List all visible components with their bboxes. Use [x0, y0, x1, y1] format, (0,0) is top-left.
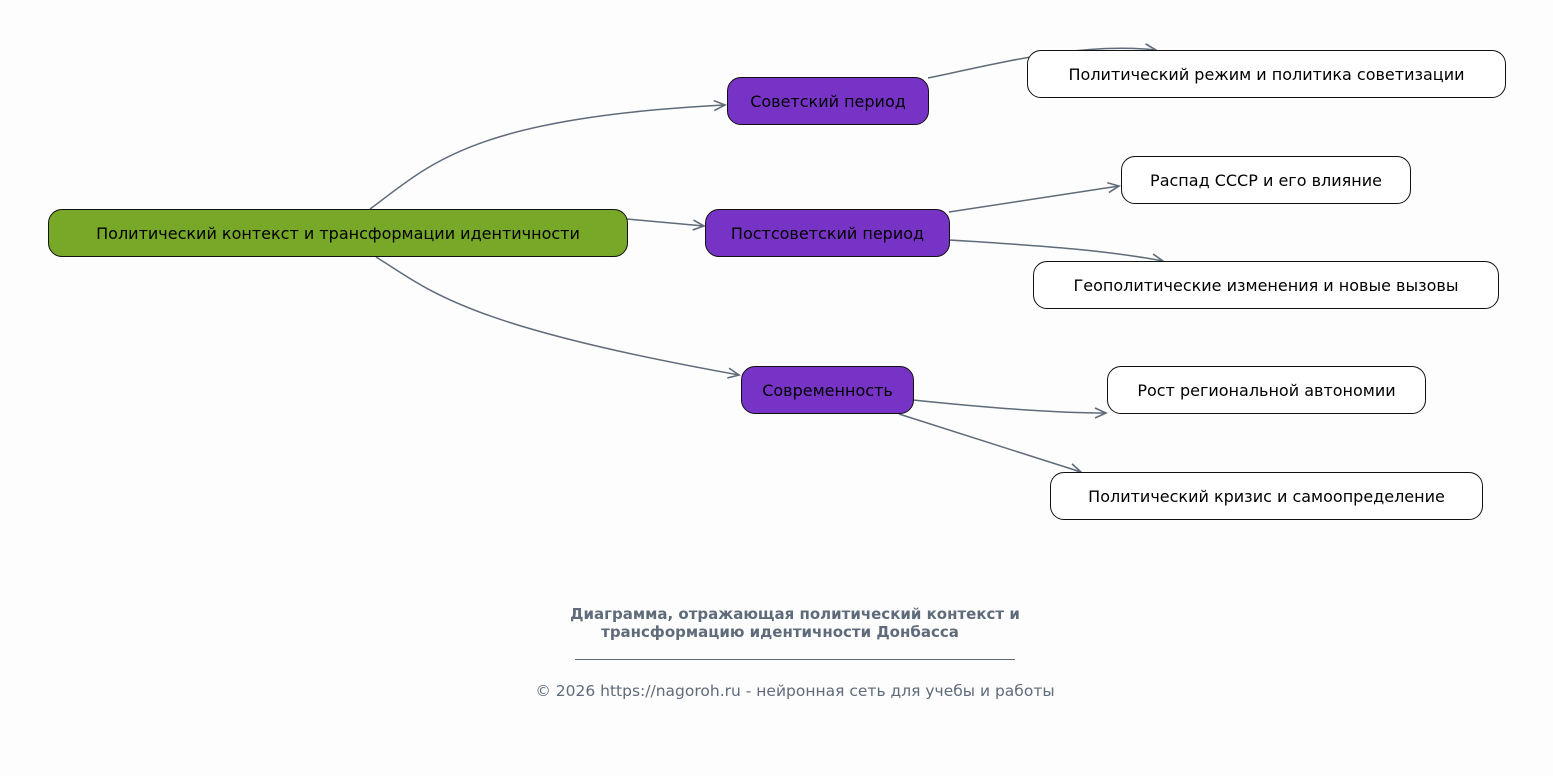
edge-root-soviet: [369, 99, 727, 210]
caption-line-2: трансформацию идентичности Донбасса: [601, 623, 959, 641]
leaf-node[interactable]: Политический кризис и самоопределение: [1050, 472, 1483, 520]
edge-root-postsoviet: [626, 218, 706, 231]
leaf-node[interactable]: Рост региональной автономии: [1107, 366, 1426, 414]
diagram-caption: Диаграмма, отражающая политический конте…: [495, 605, 1095, 641]
root-node[interactable]: Политический контекст и трансформации ид…: [48, 209, 628, 257]
edge-postsoviet-leaf3: [948, 239, 1165, 265]
copyright-text: © 2026 https://nagoroh.ru - нейронная се…: [535, 682, 1055, 700]
node-postsoviet-period[interactable]: Постсоветский период: [705, 209, 950, 257]
leaf-node[interactable]: Геополитические изменения и новые вызовы: [1033, 261, 1499, 309]
node-soviet-period[interactable]: Советский период: [727, 77, 929, 125]
caption-line-1: Диаграмма, отражающая политический конте…: [570, 605, 1020, 623]
edge-modern-leaf5: [898, 413, 1083, 475]
node-modernity[interactable]: Современность: [741, 366, 914, 414]
leaf-node[interactable]: Распад СССР и его влияние: [1121, 156, 1411, 204]
leaf-node[interactable]: Политический режим и политика советизаци…: [1027, 50, 1506, 98]
edge-postsoviet-leaf2: [948, 181, 1121, 213]
caption-divider: [575, 659, 1015, 660]
edge-root-modern: [375, 256, 741, 379]
edge-modern-leaf4: [912, 399, 1108, 419]
